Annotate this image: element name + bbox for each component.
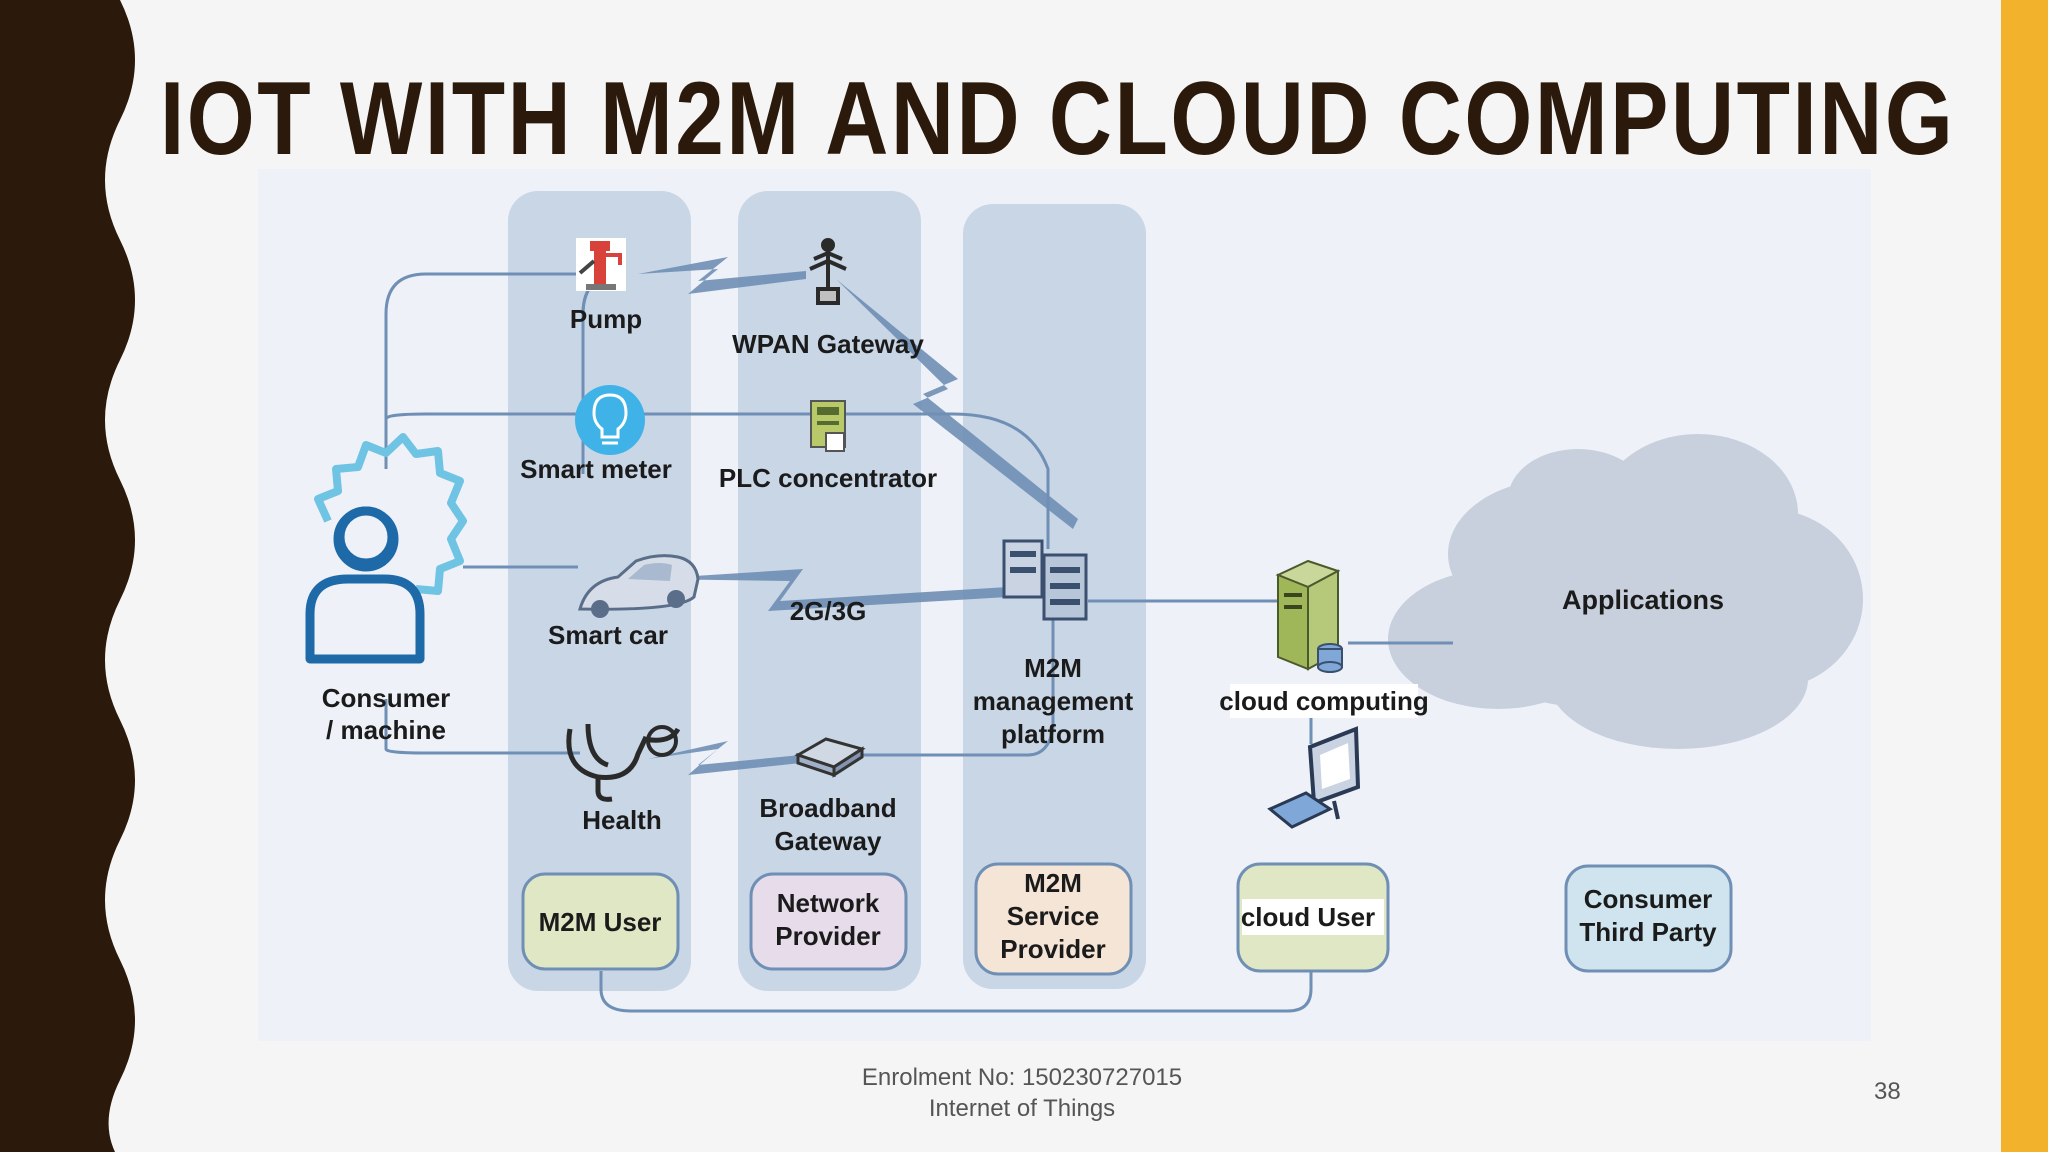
platform-label-line2: management [973,686,1134,716]
platform-label-line3: platform [1001,719,1105,749]
service-provider-label-line2: Service [1007,901,1100,931]
pump-icon [576,238,626,291]
plc-concentrator-label: PLC concentrator [719,463,937,493]
cloud-computing-label: cloud computing [1219,686,1428,716]
left-decorative-band [0,0,135,1152]
plc-concentrator-icon [810,400,846,452]
connector-lines [384,272,1453,1013]
wpan-gateway-label: WPAN Gateway [732,329,924,359]
third-party-label-line2: Third Party [1579,917,1717,947]
role-box-third-party: Consumer Third Party [1564,864,1733,973]
broadband-label-line2: Gateway [775,826,882,856]
wpan-gateway-icon [809,238,847,305]
broadband-label-line1: Broadband [759,793,896,823]
m2m-user-label: M2M User [539,907,662,937]
smart-car-label: Smart car [548,620,668,650]
broadband-gateway-icon [794,737,866,778]
stethoscope-icon [566,723,681,802]
page-number: 38 [1874,1078,1901,1105]
m2m-platform-server-icon [1002,539,1088,621]
computer-icon [1267,726,1361,829]
role-box-cloud-user: cloud User [1236,862,1390,973]
column-network-provider [738,191,921,991]
consumer-machine-icon [305,433,467,664]
cloud-server-icon [1275,559,1343,673]
service-provider-label-line1: M2M [1024,868,1082,898]
cellular-label: 2G/3G [790,596,867,626]
network-provider-label-line2: Provider [775,921,881,951]
footer-subject: Internet of Things [928,1095,1116,1122]
applications-label: Applications [1562,585,1724,615]
role-box-service-provider: M2M Service Provider [974,862,1133,976]
iot-architecture-diagram: Consumer / machine Pump Smart meter Smar… [258,169,1871,1041]
cloud-computing-label-bg [1230,684,1418,718]
right-accent-band [2001,0,2048,1152]
cloud-user-label: cloud User [1241,902,1375,932]
third-party-label-line1: Consumer [1584,884,1713,914]
consumer-label-line1: Consumer [322,683,451,713]
network-provider-label-line1: Network [777,888,880,918]
platform-label-line1: M2M [1024,653,1082,683]
role-box-m2m-user: M2M User [521,872,680,971]
pump-label: Pump [570,304,642,334]
health-label: Health [582,805,661,835]
footer-enrolment: Enrolment No: 150230727015 [861,1064,1183,1091]
smart-meter-label: Smart meter [520,454,672,484]
slide-title: IOT WITH M2M AND CLOUD COMPUTING [160,61,1956,177]
slide-footer: Enrolment No: 150230727015 Internet of T… [822,1062,1222,1124]
service-provider-label-line3: Provider [1000,934,1106,964]
wireless-links [638,257,1078,775]
smart-meter-icon [575,385,645,455]
role-box-network-provider: Network Provider [749,872,908,971]
consumer-label-line2: / machine [326,715,446,745]
smart-car-icon [578,554,700,618]
cloud-shape [1388,434,1863,749]
